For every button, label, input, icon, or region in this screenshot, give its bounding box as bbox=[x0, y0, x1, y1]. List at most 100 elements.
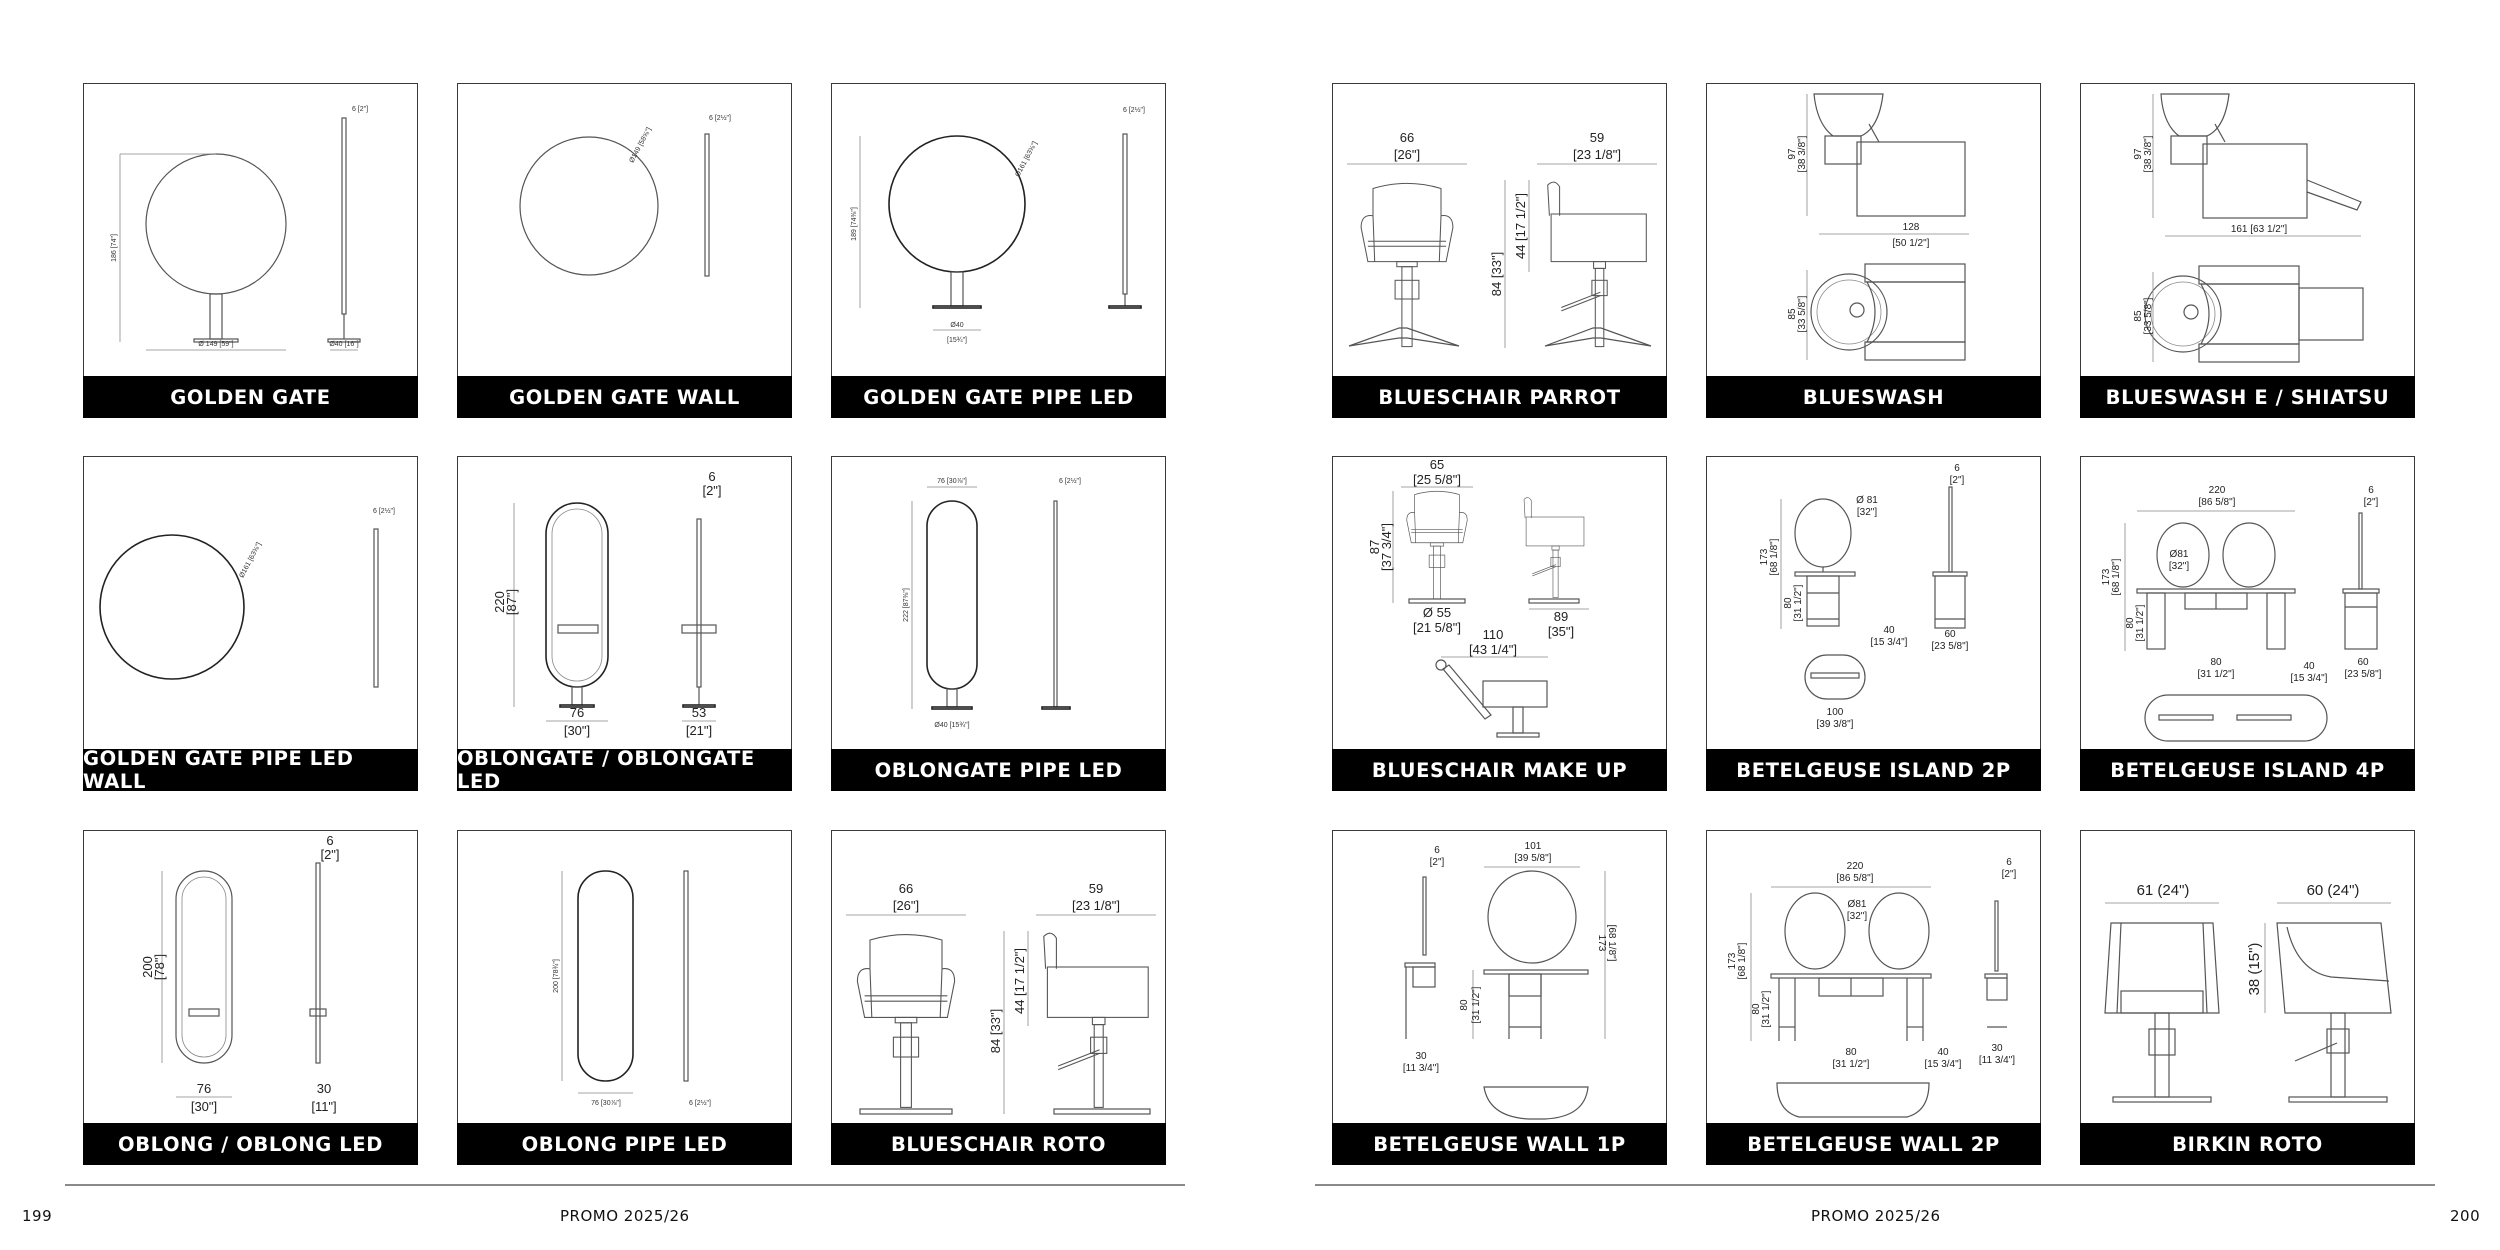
dimension-label: 87 bbox=[1367, 540, 1382, 554]
dimension-label: [37 3/4"] bbox=[1379, 523, 1394, 571]
product-card-betelgeuse-island-2p: Ø 81 [32"] 6 [2"] 173 [68 1/8"] 80 [31 1… bbox=[1706, 456, 2041, 791]
star-base bbox=[1348, 327, 1460, 347]
dimension-label: 76 bbox=[197, 1081, 211, 1096]
product-card-betelgeuse-wall-1p: 6 [2"] 101 [39 5/8"] 173 [68 1/8"] 80 [3… bbox=[1332, 830, 1667, 1165]
dimension-label: 44 [17 1/2"] bbox=[1513, 193, 1528, 259]
dimension-label: Ø 149 [59"] bbox=[198, 341, 233, 348]
station-side-view bbox=[2342, 512, 2380, 650]
dimension-label: [31 1/2"] bbox=[1793, 584, 1804, 621]
dimension-label: 59 bbox=[1089, 881, 1103, 896]
dimension-label: 38 (15") bbox=[2246, 943, 2263, 996]
dimension-label: 6 [2½"] bbox=[689, 1099, 711, 1107]
product-name: BETELGEUSE WALL 1P bbox=[1332, 1123, 1667, 1165]
product-card-oblong-pipe-led: 200 [78¾"] 76 [30⅞"] 6 [2½"] OBLONG PIPE… bbox=[457, 830, 792, 1165]
washbasin-side-view bbox=[2160, 93, 2362, 219]
dimension-label: 6 bbox=[326, 833, 333, 848]
dimension-label: 30 bbox=[1991, 1043, 2003, 1054]
dimension-label: 89 bbox=[1554, 609, 1568, 624]
product-card-blueswash-e-shiatsu: 97 [38 3/8"] 161 [63 1/2"] 85 [33 5/8"] … bbox=[2080, 83, 2415, 418]
chair-base bbox=[1528, 598, 1580, 604]
dimension-label: 6 bbox=[2006, 857, 2012, 868]
dimension-label: [86 5/8"] bbox=[2199, 497, 2236, 508]
dimension-label: 53 bbox=[692, 705, 706, 720]
dimension-label: [30"] bbox=[191, 1099, 217, 1114]
product-card-golden-gate: 6 [2"] 186 [74"] Ø 149 [59"] Ø40 [16"] G… bbox=[83, 83, 418, 418]
dimension-label: 30 bbox=[1415, 1051, 1427, 1062]
dimension-label: [33 5/8"] bbox=[2143, 297, 2154, 334]
dimension-label: 101 bbox=[1525, 841, 1542, 852]
dimension-label: 80 bbox=[1783, 597, 1794, 609]
dimension-label: 186 [74"] bbox=[111, 234, 118, 262]
station-front-view bbox=[2136, 522, 2296, 650]
dimension-label: 200 bbox=[140, 956, 155, 978]
mirror-side-view bbox=[327, 117, 361, 343]
dimension-label: [23 5/8"] bbox=[1932, 641, 1969, 652]
product-card-betelgeuse-island-4p: 220 [86 5/8"] 6 [2"] Ø81 [32"] 173 [68 1… bbox=[2080, 456, 2415, 791]
dimension-label: 6 [2½"] bbox=[709, 114, 731, 122]
technical-drawing: 65 [25 5/8"] 87 [37 3/4"] Ø 55 [21 5/8"]… bbox=[1367, 457, 1589, 738]
technical-drawing: 6 [2"] 186 [74"] Ø 149 [59"] Ø40 [16"] bbox=[111, 106, 368, 351]
station-side-view bbox=[1404, 876, 1436, 1039]
mirror-side-view bbox=[681, 518, 717, 708]
dimension-label: 173 bbox=[1759, 548, 1770, 565]
dimension-label: [21 5/8"] bbox=[1413, 620, 1461, 635]
dimension-label: [39 5/8"] bbox=[1515, 853, 1552, 864]
dimension-label: [11 3/4"] bbox=[1403, 1063, 1439, 1074]
technical-drawing: 61 (24") 60 (24") 38 (15") bbox=[2104, 882, 2392, 1103]
page-number-left: 199 bbox=[22, 1207, 53, 1225]
dimension-label: 80 bbox=[2125, 617, 2136, 629]
dimension-label: 80 bbox=[1459, 999, 1470, 1011]
product-card-golden-gate-pipe-led-wall: Ø161 [63⅜"] 6 [2½"] GOLDEN GATE PIPE LED… bbox=[83, 456, 418, 793]
technical-drawing: 6 [2"] 220 [87"] 76 [30"] 53 [21"] bbox=[492, 469, 722, 738]
product-card-oblong: 6 [2"] 200 [78"] 76 [30"] 30 [11"] OBLON… bbox=[83, 830, 418, 1165]
product-name: OBLONG / OBLONG LED bbox=[83, 1123, 418, 1165]
chair-base bbox=[1053, 1108, 1151, 1115]
dimension-label: 173 bbox=[1727, 952, 1738, 969]
station-top-view bbox=[1483, 1086, 1589, 1120]
station-front-view bbox=[1770, 892, 1932, 1041]
mirror-front-view bbox=[99, 534, 245, 680]
dimension-label: 200 [78¾"] bbox=[553, 959, 560, 993]
dimension-label: [32"] bbox=[1857, 507, 1877, 518]
dimension-label: 76 bbox=[570, 705, 584, 720]
dimension-label: 76 [30⅞"] bbox=[591, 1100, 621, 1107]
technical-drawing: Ø161 [63⅜"] 6 [2½"] bbox=[99, 507, 395, 688]
technical-drawing: 97 [38 3/8"] 128 [50 1/2"] 85 [33 5/8"] bbox=[1787, 93, 1969, 361]
dimension-label: 80 bbox=[2210, 657, 2222, 668]
dimension-label: 173 bbox=[2101, 568, 2112, 585]
mirror-front-view bbox=[145, 153, 287, 343]
product-card-blueschair-make-up: 65 [25 5/8"] 87 [37 3/4"] Ø 55 [21 5/8"]… bbox=[1332, 456, 1667, 791]
dimension-label: 59 bbox=[1590, 130, 1604, 145]
technical-drawing: 220 [86 5/8"] 6 [2"] Ø81 [32"] 173 [68 1… bbox=[2101, 485, 2382, 742]
dimension-label: 220 bbox=[1847, 861, 1864, 872]
technical-drawing: 220 [86 5/8"] Ø81 [32"] 6 [2"] 173 [68 1… bbox=[1727, 857, 2017, 1118]
dimension-label: [11"] bbox=[311, 1099, 336, 1114]
dimension-label: [31 1/2"] bbox=[1833, 1059, 1870, 1070]
product-name: GOLDEN GATE WALL bbox=[457, 376, 792, 418]
dimension-label: [15 3/4"] bbox=[1871, 637, 1908, 648]
station-top-view bbox=[1804, 654, 1866, 700]
mirror-side-view bbox=[1041, 500, 1071, 710]
mirror-front-view bbox=[888, 135, 1026, 309]
dimension-label: 84 [33"] bbox=[1489, 252, 1504, 296]
mirror-side-view bbox=[373, 528, 379, 688]
chair-side-view bbox=[1523, 497, 1585, 598]
dimension-label: 40 bbox=[2303, 661, 2315, 672]
dimension-label: 84 [33"] bbox=[988, 1009, 1003, 1053]
dimension-label: [30"] bbox=[564, 723, 590, 738]
dimension-label: [15 3/4"] bbox=[2291, 673, 2328, 684]
dimension-label: 100 bbox=[1827, 707, 1844, 718]
dimension-label: 6 bbox=[708, 469, 715, 484]
dimension-label: 220 bbox=[492, 591, 507, 613]
dimension-label: Ø40 [15¾"] bbox=[934, 722, 969, 729]
dimension-label: [39 3/8"] bbox=[1817, 719, 1854, 730]
dimension-label: [26"] bbox=[1394, 147, 1420, 162]
dimension-label: 220 bbox=[2209, 485, 2226, 496]
product-name: BLUESWASH bbox=[1706, 376, 2041, 418]
product-card-betelgeuse-wall-2p: 220 [86 5/8"] Ø81 [32"] 6 [2"] 173 [68 1… bbox=[1706, 830, 2041, 1165]
dimension-label: [31 1/2"] bbox=[2135, 604, 2146, 641]
technical-drawing: 97 [38 3/8"] 161 [63 1/2"] 85 [33 5/8"] bbox=[2133, 93, 2364, 363]
dimension-label: Ø161 [63⅜"] bbox=[1014, 140, 1039, 178]
footer-divider bbox=[65, 1184, 1185, 1186]
dimension-label: 97 bbox=[1787, 148, 1798, 160]
